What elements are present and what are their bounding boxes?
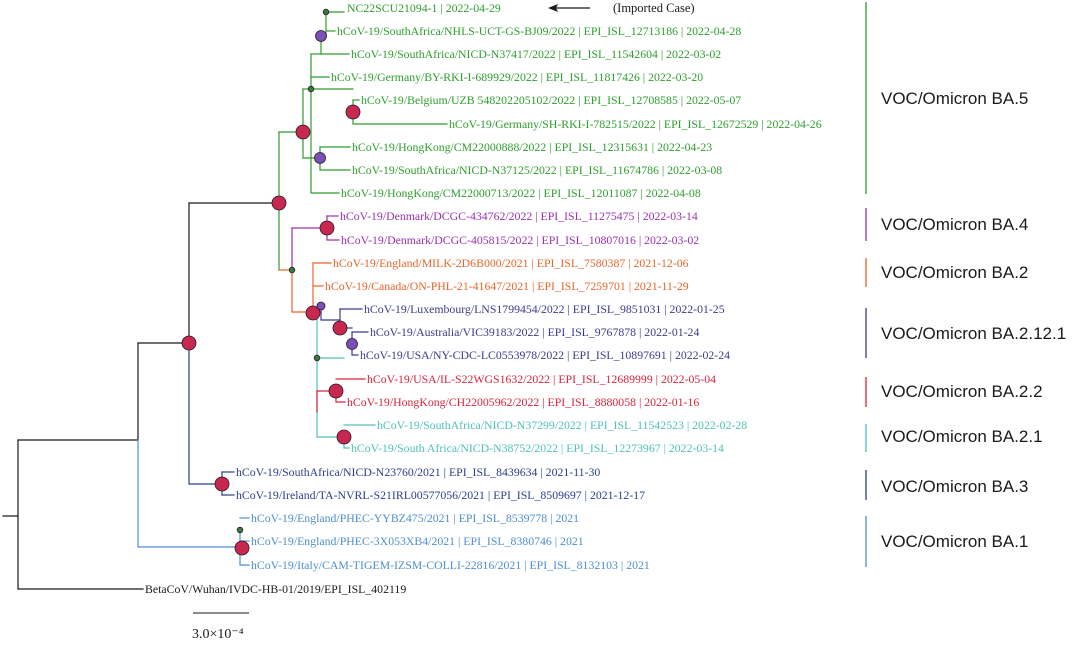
- leaf-labels: NC22SCU21094-1 | 2022-04-29 hCoV-19/South…: [145, 1, 822, 596]
- leaf-label: hCoV-19/SouthAfrica/NHLS-UCT-GS-BJ09/202…: [337, 24, 741, 38]
- branch-line: [316, 357, 345, 438]
- clade-label: VOC/Omicron BA.2: [881, 263, 1028, 282]
- support-node: [234, 540, 250, 556]
- clade-label: VOC/Omicron BA.2.12.1: [881, 324, 1066, 343]
- support-node: [305, 305, 321, 321]
- leaf-label: hCoV-19/Ireland/TA-NVRL-S21IRL00577056/2…: [236, 488, 645, 502]
- support-node: [271, 195, 287, 211]
- branch-line: [137, 439, 241, 548]
- leaf-label: hCoV-19/HongKong/CH22005962/2022 | EPI_I…: [347, 395, 699, 409]
- leaf-label: hCoV-19/Canada/ON-PHL-21-41647/2021 | EP…: [325, 279, 689, 293]
- leaf-label: BetaCoV/Wuhan/IVDC-HB-01/2019/EPI_ISL_40…: [145, 582, 406, 596]
- leaf-label: hCoV-19/Germany/SH-RKI-I-782515/2022 | E…: [449, 117, 822, 131]
- leaf-label: hCoV-19/Italy/CAM-TIGEM-IZSM-COLLI-22816…: [251, 558, 650, 572]
- leaf-label: hCoV-19/Australia/VIC39183/2022 | EPI_IS…: [370, 325, 699, 339]
- branch-line: [17, 439, 144, 590]
- leaf-label: hCoV-19/England/MILK-2D6B000/2021 | EPI_…: [333, 256, 689, 270]
- imported-case-annotation: (Imported Case): [548, 1, 695, 15]
- support-node: [322, 8, 330, 16]
- scale-bar: 3.0×10⁻⁴: [192, 612, 249, 642]
- support-node: [346, 338, 358, 350]
- scale-bar-label: 3.0×10⁻⁴: [192, 627, 244, 642]
- leaf-label: NC22SCU21094-1 | 2022-04-29: [347, 1, 501, 15]
- branch-line: [188, 342, 223, 485]
- clade-label: VOC/Omicron BA.2.2: [881, 382, 1043, 401]
- leaf-label: hCoV-19/SouthAfrica/NICD-N37299/2022 | E…: [377, 418, 747, 432]
- clade-label: VOC/Omicron BA.2.1: [881, 427, 1043, 446]
- clade-label: VOC/Omicron BA.3: [881, 477, 1028, 496]
- arrow-left-icon: [548, 4, 558, 12]
- support-node: [214, 476, 230, 492]
- leaf-label: hCoV-19/SouthAfrica/NICD-N37125/2022 | E…: [352, 163, 722, 177]
- support-node: [345, 104, 361, 120]
- leaf-label: hCoV-19/Germany/BY-RKI-I-689929/2022 | E…: [331, 70, 703, 84]
- leaf-label: hCoV-19/England/PHEC-YYBZ475/2021 | EPI_…: [251, 511, 579, 525]
- branch-line: [310, 88, 340, 194]
- leaf-label: hCoV-19/SouthAfrica/NICD-N37417/2022 | E…: [351, 47, 721, 61]
- leaf-label: hCoV-19/HongKong/CM22000888/2022 | EPI_I…: [352, 140, 712, 154]
- leaf-label: hCoV-19/South Africa/NICD-N38752/2022 | …: [351, 441, 724, 455]
- branch-line: [291, 269, 314, 313]
- support-node: [316, 301, 326, 311]
- support-node: [315, 30, 327, 42]
- leaf-label: hCoV-19/SouthAfrica/NICD-N23760/2021 | E…: [236, 465, 600, 479]
- clade-label: VOC/Omicron BA.5: [881, 89, 1028, 108]
- support-node: [307, 85, 315, 93]
- clade-label: VOC/Omicron BA.1: [881, 532, 1028, 551]
- imported-case-label: (Imported Case): [613, 1, 695, 15]
- leaf-label: hCoV-19/Denmark/DCGC-434762/2022 | EPI_I…: [340, 209, 698, 223]
- support-node: [313, 354, 321, 362]
- support-node: [336, 429, 352, 445]
- branch-line: [320, 305, 341, 321]
- support-node: [181, 335, 197, 351]
- leaf-label: hCoV-19/England/PHEC-3X053XB4/2021 | EPI…: [251, 534, 584, 548]
- leaf-label: hCoV-19/Belgium/UZB 548202205102/2022 | …: [361, 93, 741, 107]
- leaf-label: hCoV-19/Denmark/DCGC-405815/2022 | EPI_I…: [341, 233, 699, 247]
- leaf-label: hCoV-19/HongKong/CM22000713/2022 | EPI_I…: [341, 186, 701, 200]
- tree-nodes: [181, 8, 361, 556]
- clade-label: VOC/Omicron BA.4: [881, 215, 1028, 234]
- support-node: [295, 124, 311, 140]
- leaf-label: hCoV-19/USA/IL-S22WGS1632/2022 | EPI_ISL…: [367, 372, 716, 386]
- support-node: [236, 526, 244, 534]
- support-node: [328, 383, 344, 399]
- support-node: [332, 320, 348, 336]
- support-node: [288, 266, 296, 274]
- support-node: [319, 220, 335, 236]
- leaf-label: hCoV-19/USA/NY-CDC-LC0553978/2022 | EPI_…: [360, 348, 730, 362]
- support-node: [314, 152, 326, 164]
- leaf-label: hCoV-19/Luxembourg/LNS1799454/2022 | EPI…: [364, 302, 725, 316]
